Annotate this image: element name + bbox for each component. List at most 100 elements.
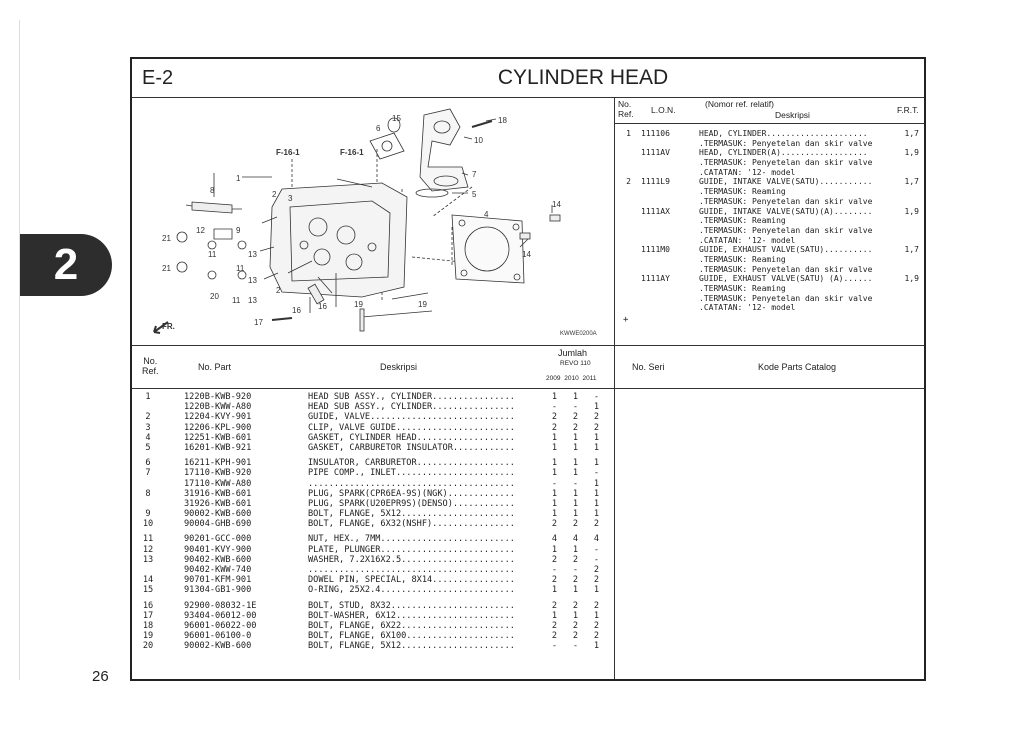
row-qty: 4 — [593, 534, 600, 545]
callout-8: 8 — [210, 186, 215, 195]
ref-no — [615, 294, 631, 304]
callout-15: 15 — [392, 114, 401, 123]
row-ref-no: 6 — [145, 458, 151, 469]
ref-lon — [631, 284, 693, 294]
row-qty: 2 — [593, 575, 600, 586]
row-qty: 2 — [593, 519, 600, 530]
row-ref-no: 5 — [145, 442, 151, 453]
callout-3: 3 — [288, 194, 293, 203]
row-qty: 1 — [551, 442, 558, 453]
row-qty: 2 — [572, 620, 579, 631]
row-ref-no: 3 — [145, 422, 151, 433]
row-qty: 2 — [551, 620, 558, 631]
table-divider — [614, 346, 615, 679]
ref-desc: .TERMASUK: Penyetelan dan skir valve — [699, 196, 873, 206]
diagram-ref-1[interactable]: F-16-1 — [276, 148, 300, 157]
reference-row: .CATATAN: '12- model — [615, 236, 924, 246]
ref-no: 1 — [626, 129, 631, 138]
row-description: PLUG, SPARK(CPR6EA-9S)(NGK)............. — [308, 488, 515, 499]
row-ref-no — [132, 402, 164, 412]
table-row[interactable]: 17110-KWW-A80...........................… — [132, 479, 614, 489]
ref-lon: 1111M0 — [641, 245, 670, 255]
ref-frt — [885, 284, 919, 294]
rp-header-no-ref: No. Ref. — [618, 99, 634, 119]
callout-13b: 13 — [248, 276, 257, 285]
ref-frt: 1,9 — [904, 148, 919, 158]
row-qty: 1 — [572, 458, 579, 469]
row-part-number: 16211-KPH-901 — [184, 458, 252, 469]
ref-lon — [631, 197, 693, 207]
row-part-number: 90201-GCC-000 — [184, 534, 252, 545]
callout-10: 10 — [474, 136, 483, 145]
callout-5: 5 — [472, 190, 477, 199]
row-ref-no — [132, 479, 164, 489]
rp-header-frt: F.R.T. — [897, 105, 919, 115]
section-title: CYLINDER HEAD — [497, 66, 669, 89]
reference-row: .TERMASUK: Reaming — [615, 255, 924, 265]
row-qty: 1 — [593, 585, 600, 596]
table-row[interactable]: 90402-KWW-740...........................… — [132, 565, 614, 575]
row-qty: 1 — [572, 468, 579, 479]
callout-16b: 16 — [318, 302, 327, 311]
row-qty: 2 — [593, 631, 600, 642]
row-ref-no: 15 — [142, 585, 154, 596]
row-part-number: 93404-06012-00 — [184, 610, 257, 621]
row-qty: - — [572, 402, 579, 413]
callout-12: 12 — [196, 226, 205, 235]
ref-frt — [885, 187, 919, 197]
row-qty: 1 — [551, 509, 558, 520]
ref-frt — [885, 226, 919, 236]
ref-desc: .TERMASUK: Reaming — [699, 187, 786, 197]
callout-13a: 13 — [248, 250, 257, 259]
ref-frt — [885, 294, 919, 304]
row-description: PLUG, SPARK(U20EPR9S)(DENSO)............ — [308, 498, 515, 509]
callout-1: 1 — [236, 174, 241, 183]
callout-4: 4 — [484, 210, 489, 219]
ref-no — [615, 303, 631, 313]
row-qty: 2 — [551, 575, 558, 586]
row-qty: 1 — [572, 498, 579, 509]
ref-no — [615, 284, 631, 294]
row-qty: - — [572, 641, 579, 652]
ref-desc: .TERMASUK: Reaming — [699, 254, 786, 264]
row-part-number: 90402-KWW-740 — [184, 565, 252, 575]
row-ref-no: 13 — [142, 554, 154, 565]
chapter-tab[interactable]: 2 — [20, 234, 112, 296]
ref-no — [615, 216, 631, 226]
ref-lon: 1111AV — [641, 148, 670, 158]
reference-row: .CATATAN: '12- model — [615, 168, 924, 178]
row-qty: - — [593, 544, 600, 555]
callout-11a: 11 — [208, 250, 217, 259]
ref-no — [615, 255, 631, 265]
ref-lon: 1111AY — [641, 274, 670, 284]
th-part: No. Part — [198, 362, 232, 372]
row-description: BOLT, STUD, 8X32........................ — [308, 600, 515, 611]
diagram-ref-2[interactable]: F-16-1 — [340, 148, 364, 157]
row-ref-no: 4 — [145, 432, 151, 443]
reference-row: .TERMASUK: Reaming — [615, 216, 924, 226]
